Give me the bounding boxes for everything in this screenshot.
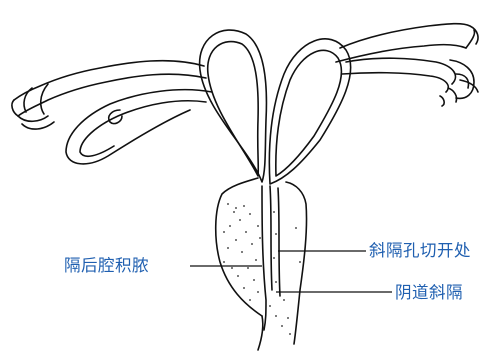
left-ovary bbox=[66, 90, 212, 164]
right-fallopian-tube bbox=[336, 24, 478, 62]
vaginal-septum bbox=[270, 186, 280, 296]
right-ovary bbox=[342, 58, 478, 106]
left-uterine-horn bbox=[200, 30, 267, 182]
leader-lines bbox=[190, 251, 392, 292]
label-pus-behind-septum: 隔后腔积脓 bbox=[64, 256, 149, 276]
left-vaginal-pouch bbox=[216, 178, 266, 330]
label-septum-hole-incision: 斜隔孔切开处 bbox=[369, 241, 471, 261]
label-oblique-vaginal-septum: 阴道斜隔 bbox=[395, 283, 463, 303]
